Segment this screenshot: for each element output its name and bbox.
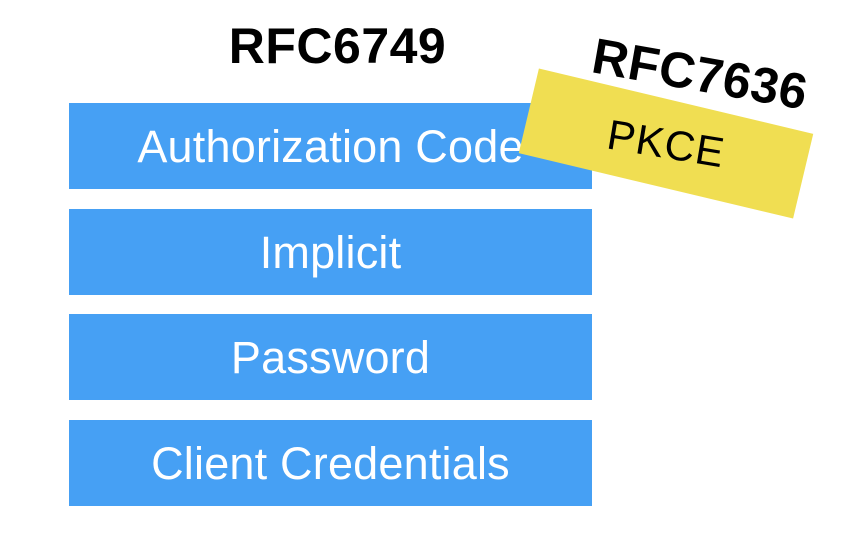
grant-bar-implicit: Implicit: [69, 209, 592, 295]
grant-bar-label: Client Credentials: [151, 438, 510, 489]
grant-bar-password: Password: [69, 314, 592, 400]
grant-bar-client-credentials: Client Credentials: [69, 420, 592, 506]
pkce-sticker-label: PKCE: [603, 110, 729, 176]
grant-bar-label: Authorization Code: [137, 121, 524, 172]
grant-bar-authorization-code: Authorization Code: [69, 103, 592, 189]
grant-bar-label: Implicit: [259, 227, 402, 278]
rfc6749-title: RFC6749: [228, 18, 447, 74]
grant-bar-label: Password: [230, 332, 431, 383]
